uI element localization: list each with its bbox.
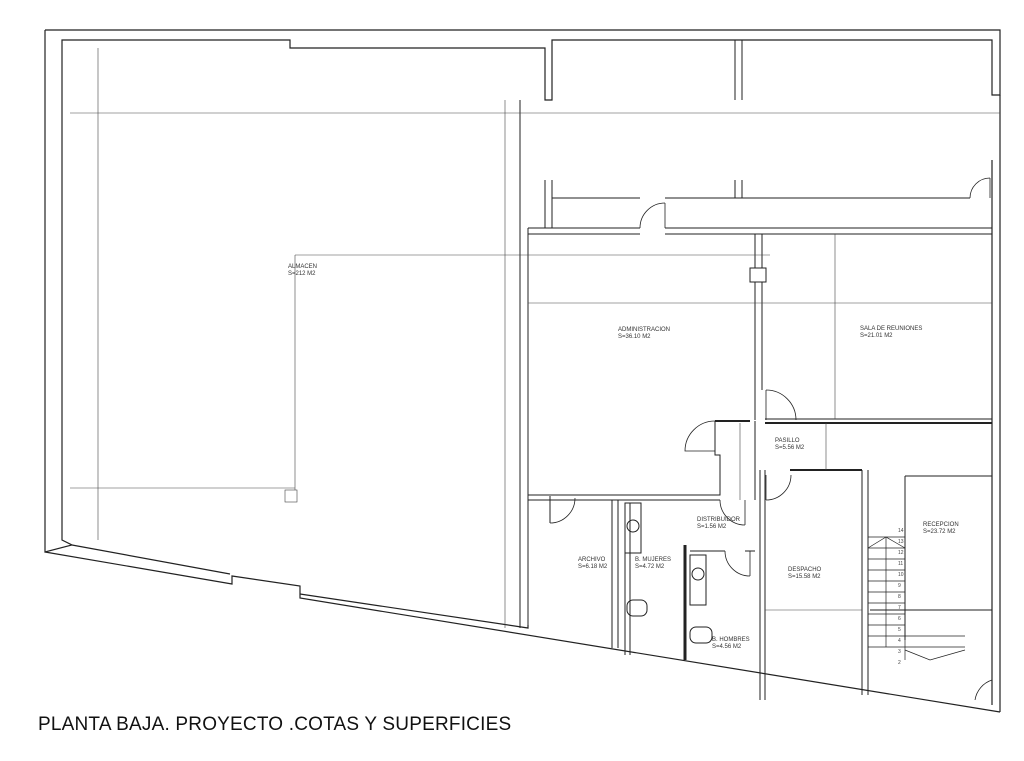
room-name: ALMACEN [288,264,318,270]
room-area: S=4.72 M2 [635,564,665,570]
room-name: B. HOMBRES [712,637,750,643]
room-area: S=212 M2 [288,271,316,277]
room-name: DISTRIBUIDOR [697,517,741,523]
room-area: S=36.10 M2 [618,334,651,340]
room-area: S=23.72 M2 [923,529,956,535]
room-area: S=6.18 M2 [578,564,608,570]
plan-title: PLANTA BAJA. PROYECTO .COTAS Y SUPERFICI… [38,714,512,735]
stair-step-number: 2 [898,660,901,666]
room-area: S=5.56 M2 [775,445,805,451]
room-name: B. MUJERES [635,557,672,563]
stair-step-number: 3 [898,649,901,655]
interior-walls [519,40,992,700]
stair-step-number: 4 [898,638,901,644]
stair-step-number: 12 [898,550,904,556]
stair-step-number: 13 [898,539,904,545]
doors [549,177,993,701]
stair-step-number: 10 [898,572,904,578]
room-name: RECEPCION [923,522,959,528]
room-name: PASILLO [775,438,800,444]
room-area: S=15.58 M2 [788,574,821,580]
room-name: ARCHIVO [578,557,606,563]
stair-step-number: 11 [898,561,904,567]
stair-step-number: 14 [898,528,904,534]
stair-step-number: 7 [898,605,901,611]
room-area: S=4.56 M2 [712,644,742,650]
staircase [867,536,966,661]
dimension-lines [70,48,1000,628]
stair-step-number: 8 [898,594,901,600]
stair-step-number: 5 [898,627,901,633]
stair-step-number: 9 [898,583,901,589]
room-name: SALA DE REUNIONES [860,326,923,332]
outer-walls [44,29,1001,713]
room-area: S=21.01 M2 [860,333,893,339]
stair-step-number: 6 [898,616,901,622]
room-name: DESPACHO [788,567,822,573]
room-area: S=1.56 M2 [697,524,727,530]
room-name: ADMINISTRACION [618,327,671,333]
